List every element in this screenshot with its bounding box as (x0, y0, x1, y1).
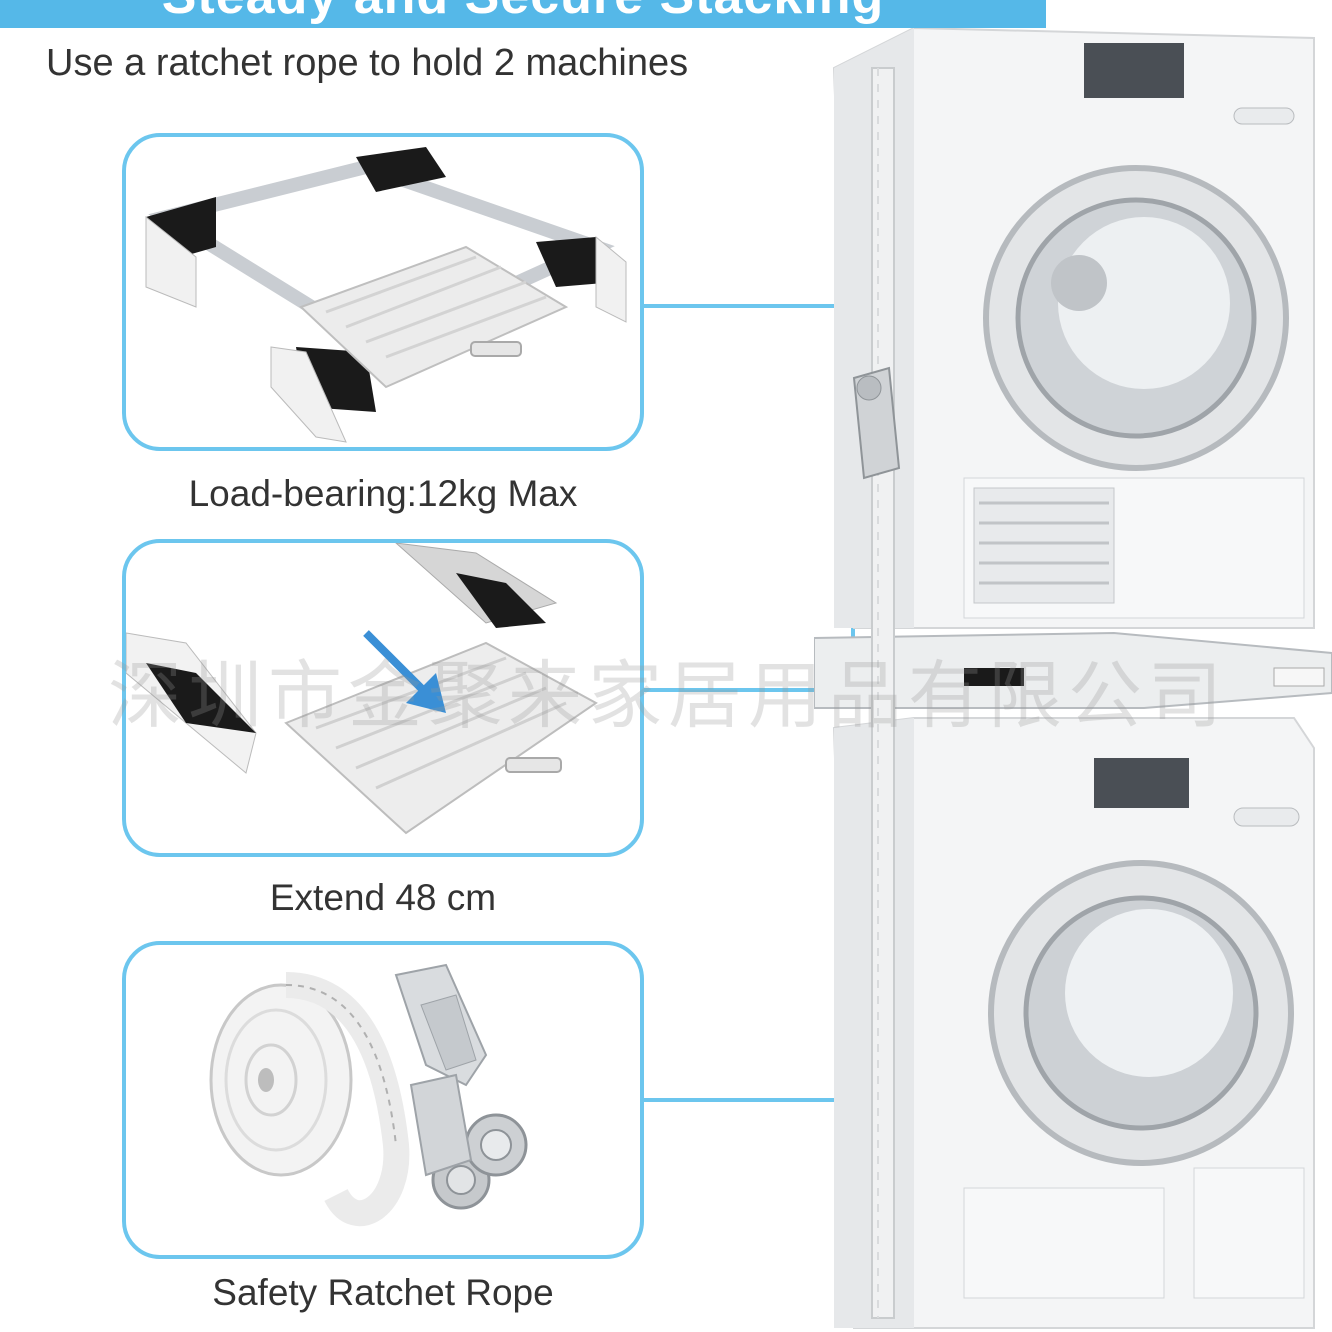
top-banner: Steady and Secure Stacking (0, 0, 1046, 28)
headline: Use a ratchet rope to hold 2 machines (46, 42, 689, 84)
connector-line-rope (644, 1098, 884, 1102)
ratchet-strap-icon (209, 963, 528, 1227)
caption-safety-rope: Safety Ratchet Rope (212, 1272, 554, 1313)
panel-ratchet-rope (122, 941, 644, 1259)
extendable-drawer-icon (126, 543, 598, 835)
panel-extendable-drawer (122, 539, 644, 857)
washing-machine-icon (832, 717, 1315, 1329)
banner-title: Steady and Secure Stacking (0, 0, 1046, 26)
caption-extend: Extend 48 cm (269, 877, 497, 918)
arrow-icon (363, 630, 446, 713)
ratchet-strap-icon (852, 67, 901, 1319)
stacked-appliances-image (814, 28, 1332, 1329)
dryer-icon (832, 28, 1315, 629)
panel-stacking-frame (122, 133, 644, 451)
caption-load-bearing: Load-bearing:12kg Max (188, 473, 578, 514)
stacking-frame-icon (145, 147, 627, 443)
stacking-frame-icon (814, 631, 1332, 709)
connector-line-frame (644, 304, 854, 308)
